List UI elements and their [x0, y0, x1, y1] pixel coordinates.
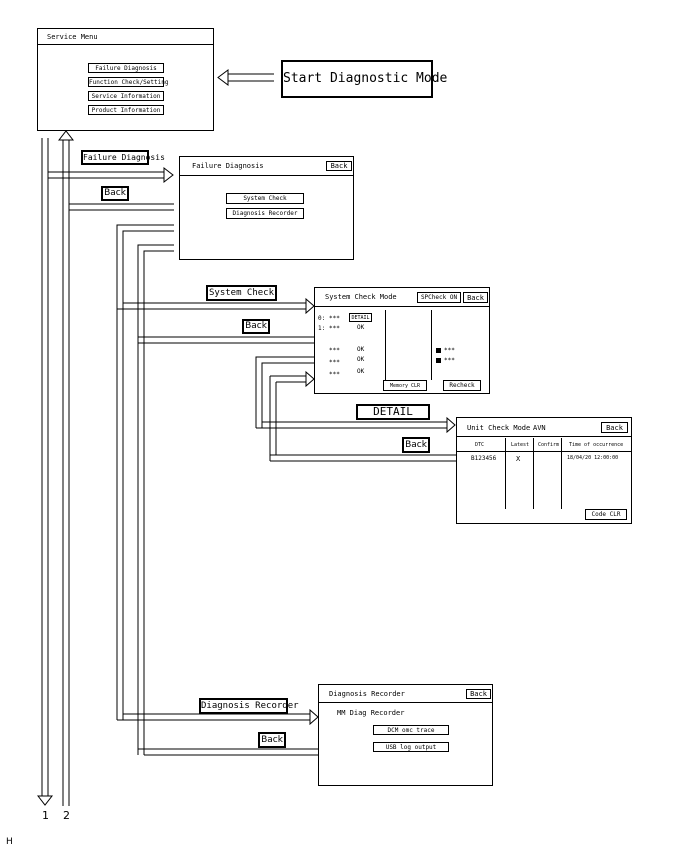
back-label-2: Back	[242, 319, 270, 334]
failure-diagnosis-title: Failure Diagnosis	[192, 162, 264, 170]
system-back-button[interactable]: Back	[463, 292, 488, 303]
header-dtc: DTC	[475, 442, 485, 448]
service-menu-screen: Service Menu Failure Diagnosis Function …	[37, 28, 214, 131]
system-check-button[interactable]: System Check	[226, 193, 304, 204]
unit-check-mode-screen: Unit Check Mode AVN Back DTC Latest Conf…	[456, 417, 632, 524]
usb-log-output-button[interactable]: USB log output	[373, 742, 449, 752]
trunk-1-label: 1	[42, 809, 49, 822]
row-1-prefix: 1:	[318, 325, 326, 332]
trunk-2-label: 2	[63, 809, 70, 822]
back-label-1: Back	[101, 186, 129, 201]
recorder-back-button[interactable]: Back	[466, 689, 491, 699]
menu-item-failure-diagnosis[interactable]: Failure Diagnosis	[88, 63, 164, 73]
row-4-code: ***	[329, 371, 340, 378]
right-item-1: ***	[444, 357, 455, 364]
row-4-status: OK	[357, 368, 365, 375]
failure-diagnosis-screen: Failure Diagnosis Back System Check Diag…	[179, 156, 354, 260]
menu-item-product-information[interactable]: Product Information	[88, 105, 164, 115]
row-0-code: ***	[329, 315, 340, 322]
service-menu-title: Service Menu	[47, 33, 98, 41]
back-label-3: Back	[402, 437, 430, 453]
header-time: Time of occurrence	[569, 442, 624, 448]
system-check-label: System Check	[206, 285, 277, 301]
row-1-code: ***	[329, 325, 340, 332]
menu-item-service-information[interactable]: Service Information	[88, 91, 164, 101]
back-label-4: Back	[258, 732, 286, 748]
failure-diagnosis-label: Failure Diagnosis	[81, 150, 165, 165]
corner-letter: H	[6, 837, 13, 847]
row-2-status: OK	[357, 346, 365, 353]
memory-clr-button[interactable]: Memory CLR	[383, 380, 427, 391]
unit-check-unit: AVN	[533, 424, 546, 432]
row-3-code: ***	[329, 359, 340, 366]
right-item-0: ***	[444, 347, 455, 354]
diagnosis-recorder-title: Diagnosis Recorder	[329, 690, 405, 698]
menu-item-function-check[interactable]: Function Check/Setting	[88, 77, 169, 87]
dtc-value: B123456	[471, 455, 497, 462]
system-check-mode-screen: System Check Mode SPCheck ON Back 0: ***…	[314, 287, 490, 394]
code-clr-button[interactable]: Code CLR	[585, 509, 627, 520]
header-latest: Latest	[511, 442, 530, 448]
spcheck-on-button[interactable]: SPCheck ON	[417, 292, 461, 303]
row-0-prefix: 0:	[318, 315, 326, 322]
system-check-mode-title: System Check Mode	[325, 293, 397, 301]
detail-button[interactable]: DETAIL	[349, 313, 372, 322]
latest-value: X	[516, 455, 521, 463]
recheck-button[interactable]: Recheck	[443, 380, 481, 391]
unit-check-mode-title: Unit Check Mode	[467, 424, 531, 432]
diagnosis-recorder-label: Diagnosis Recorder	[199, 698, 299, 714]
row-3-status: OK	[357, 356, 365, 363]
diagnosis-recorder-screen: Diagnosis Recorder Back MM Diag Recorder…	[318, 684, 493, 786]
detail-label: DETAIL	[356, 404, 430, 420]
failure-back-button[interactable]: Back	[326, 161, 352, 171]
mm-diag-recorder-subtitle: MM Diag Recorder	[337, 709, 405, 717]
header-confirm: Confirm	[538, 442, 560, 448]
unit-back-button[interactable]: Back	[601, 422, 628, 433]
start-diagnostic-mode-label: Start Diagnostic Mode	[281, 60, 447, 98]
dcm-omc-trace-button[interactable]: DCM omc trace	[373, 725, 449, 735]
time-value: 18/04/20 12:00:00	[567, 455, 619, 461]
row-1-status: OK	[357, 324, 365, 331]
diagnosis-recorder-button[interactable]: Diagnosis Recorder	[226, 208, 304, 219]
row-2-code: ***	[329, 347, 340, 354]
